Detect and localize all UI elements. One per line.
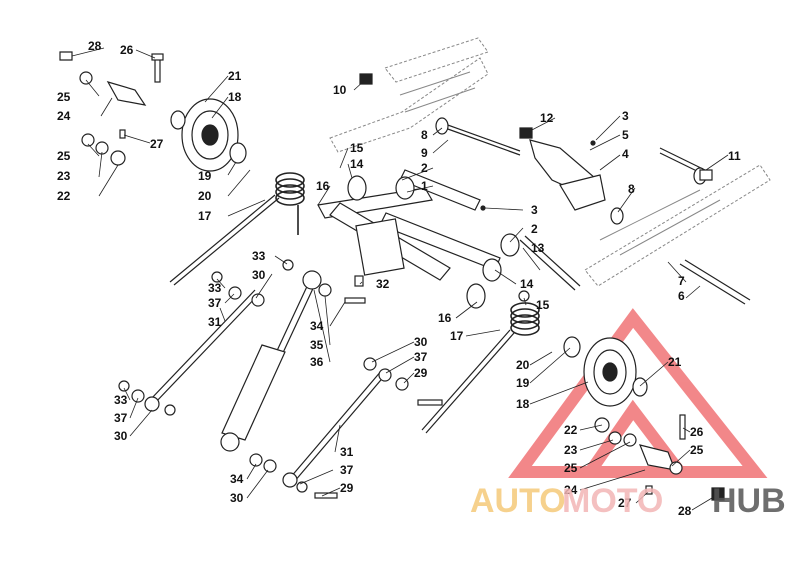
callout-33: 33 [252, 249, 266, 263]
callout-30: 30 [252, 268, 266, 282]
callout-15: 15 [536, 298, 550, 312]
callout-8: 8 [628, 182, 635, 196]
torsion-springs [275, 172, 540, 336]
callout-17: 17 [198, 209, 212, 223]
callout-36: 36 [310, 355, 324, 369]
callout-14: 14 [350, 157, 364, 171]
linkage-arms [149, 289, 387, 483]
callout-22: 22 [57, 189, 71, 203]
callout-37: 37 [414, 350, 428, 364]
callout-2: 2 [421, 161, 428, 175]
callout-3: 3 [531, 203, 538, 217]
axle-hardware-upper-left [59, 51, 164, 166]
bracket [529, 139, 606, 211]
watermark-auto: AUTO [470, 482, 566, 520]
main-cross-shaft [317, 169, 501, 281]
callout-2: 2 [531, 222, 538, 236]
callout-20: 20 [516, 358, 530, 372]
small-hardware [118, 73, 713, 499]
callout-23: 23 [564, 443, 578, 457]
callout-24: 24 [57, 109, 71, 123]
callout-25: 25 [57, 149, 71, 163]
callout-30: 30 [414, 335, 428, 349]
callout-23: 23 [57, 169, 71, 183]
callout-21: 21 [228, 69, 242, 83]
callout-25: 25 [690, 443, 704, 457]
callout-26: 26 [690, 425, 704, 439]
callout-37: 37 [114, 411, 128, 425]
callout-12: 12 [540, 111, 554, 125]
bushings [347, 117, 707, 309]
callout-35: 35 [310, 338, 324, 352]
watermark-text: AUTO MOTO HUB [470, 482, 786, 520]
callout-15: 15 [350, 141, 364, 155]
callout-31: 31 [208, 315, 222, 329]
callout-17: 17 [450, 329, 464, 343]
callout-21: 21 [668, 355, 682, 369]
callout-32: 32 [376, 277, 390, 291]
callout-16: 16 [438, 311, 452, 325]
wheel-upper-left [170, 98, 247, 172]
wheel-lower-right [563, 336, 648, 407]
watermark-moto: MOTO [562, 482, 663, 520]
callout-3: 3 [622, 109, 629, 123]
axle-hardware-lower-right [594, 414, 725, 501]
shafts [169, 123, 751, 434]
callout-33: 33 [208, 281, 222, 295]
callout-34: 34 [310, 319, 324, 333]
callout-4: 4 [622, 147, 629, 161]
callout-16: 16 [316, 179, 330, 193]
callout-24: 24 [564, 483, 578, 497]
callout-1: 1 [421, 179, 428, 193]
callout-30: 30 [230, 491, 244, 505]
callout-5: 5 [622, 128, 629, 142]
upper-rail-right [584, 164, 771, 287]
leader-lines [71, 47, 729, 511]
callout-25: 25 [57, 90, 71, 104]
callout-14: 14 [520, 277, 534, 291]
callout-26: 26 [120, 43, 134, 57]
callout-9: 9 [421, 146, 428, 160]
callout-11: 11 [728, 149, 741, 163]
callout-7: 7 [678, 274, 685, 288]
callout-37: 37 [208, 296, 222, 310]
callout-18: 18 [516, 397, 530, 411]
callout-10: 10 [333, 83, 347, 97]
callout-37: 37 [340, 463, 354, 477]
callout-8: 8 [421, 128, 428, 142]
callout-33: 33 [114, 393, 128, 407]
callout-19: 19 [198, 169, 212, 183]
callout-29: 29 [414, 366, 428, 380]
callout-22: 22 [564, 423, 578, 437]
callout-18: 18 [228, 90, 242, 104]
callout-labels: 28 26 25 24 25 23 22 27 21 18 19 20 17 1… [57, 39, 741, 518]
callout-19: 19 [516, 376, 530, 390]
callout-30: 30 [114, 429, 128, 443]
watermark-hub: HUB [712, 482, 786, 520]
callout-29: 29 [340, 481, 354, 495]
callout-6: 6 [678, 289, 685, 303]
callout-13: 13 [531, 241, 545, 255]
callout-25: 25 [564, 461, 578, 475]
callout-34: 34 [230, 472, 244, 486]
shock-absorber [220, 270, 322, 452]
callout-28: 28 [88, 39, 102, 53]
callout-27: 27 [618, 496, 632, 510]
callout-20: 20 [198, 189, 212, 203]
callout-28: 28 [678, 504, 692, 518]
upper-rail-left [329, 37, 489, 153]
callout-27: 27 [150, 137, 164, 151]
callout-31: 31 [340, 445, 354, 459]
